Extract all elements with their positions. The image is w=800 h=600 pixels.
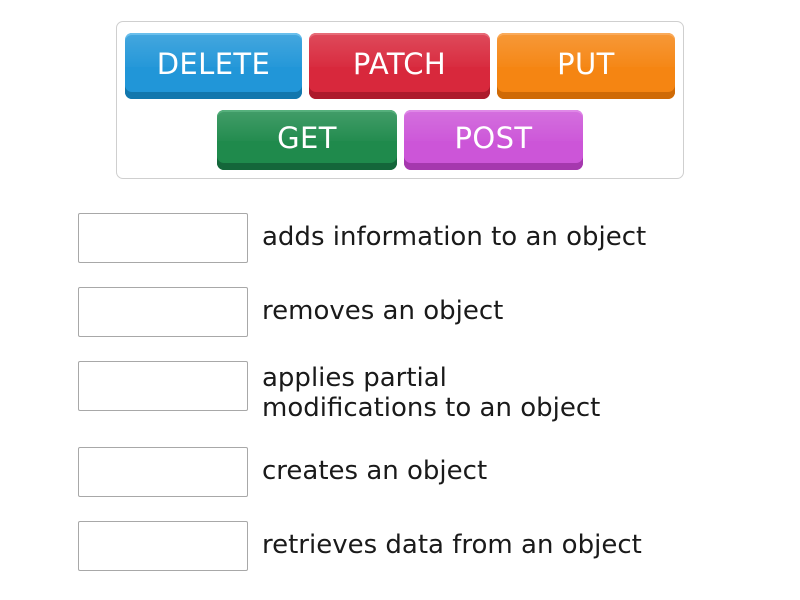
tile-bank: DELETE PATCH PUT GET POST bbox=[116, 21, 684, 179]
answer-row: adds information to an object bbox=[78, 213, 768, 263]
tile-patch-label: PATCH bbox=[352, 46, 447, 81]
tile-bank-row-1: DELETE PATCH PUT bbox=[117, 33, 683, 99]
drop-zone-1[interactable] bbox=[78, 213, 248, 263]
tile-bank-row-2: GET POST bbox=[117, 110, 683, 170]
prompt-text-2: removes an object bbox=[262, 296, 504, 326]
prompt-text-3: applies partial modifications to an obje… bbox=[262, 363, 601, 423]
drop-zone-4[interactable] bbox=[78, 447, 248, 497]
answer-list: adds information to an object removes an… bbox=[78, 213, 768, 571]
tile-post-label: POST bbox=[454, 120, 533, 155]
tile-get[interactable]: GET bbox=[217, 110, 397, 170]
answer-row: retrieves data from an object bbox=[78, 521, 768, 571]
drop-zone-3[interactable] bbox=[78, 361, 248, 411]
tile-get-label: GET bbox=[277, 120, 337, 155]
tile-delete[interactable]: DELETE bbox=[125, 33, 302, 99]
prompt-text-1: adds information to an object bbox=[262, 222, 647, 252]
drop-zone-2[interactable] bbox=[78, 287, 248, 337]
tile-patch[interactable]: PATCH bbox=[309, 33, 490, 99]
answer-row: removes an object bbox=[78, 287, 768, 337]
drop-zone-5[interactable] bbox=[78, 521, 248, 571]
tile-post[interactable]: POST bbox=[404, 110, 583, 170]
tile-put[interactable]: PUT bbox=[497, 33, 675, 99]
answer-row: applies partial modifications to an obje… bbox=[78, 361, 768, 423]
prompt-text-4: creates an object bbox=[262, 456, 488, 486]
prompt-text-5: retrieves data from an object bbox=[262, 530, 642, 560]
answer-row: creates an object bbox=[78, 447, 768, 497]
tile-delete-label: DELETE bbox=[156, 46, 271, 81]
tile-put-label: PUT bbox=[557, 46, 615, 81]
